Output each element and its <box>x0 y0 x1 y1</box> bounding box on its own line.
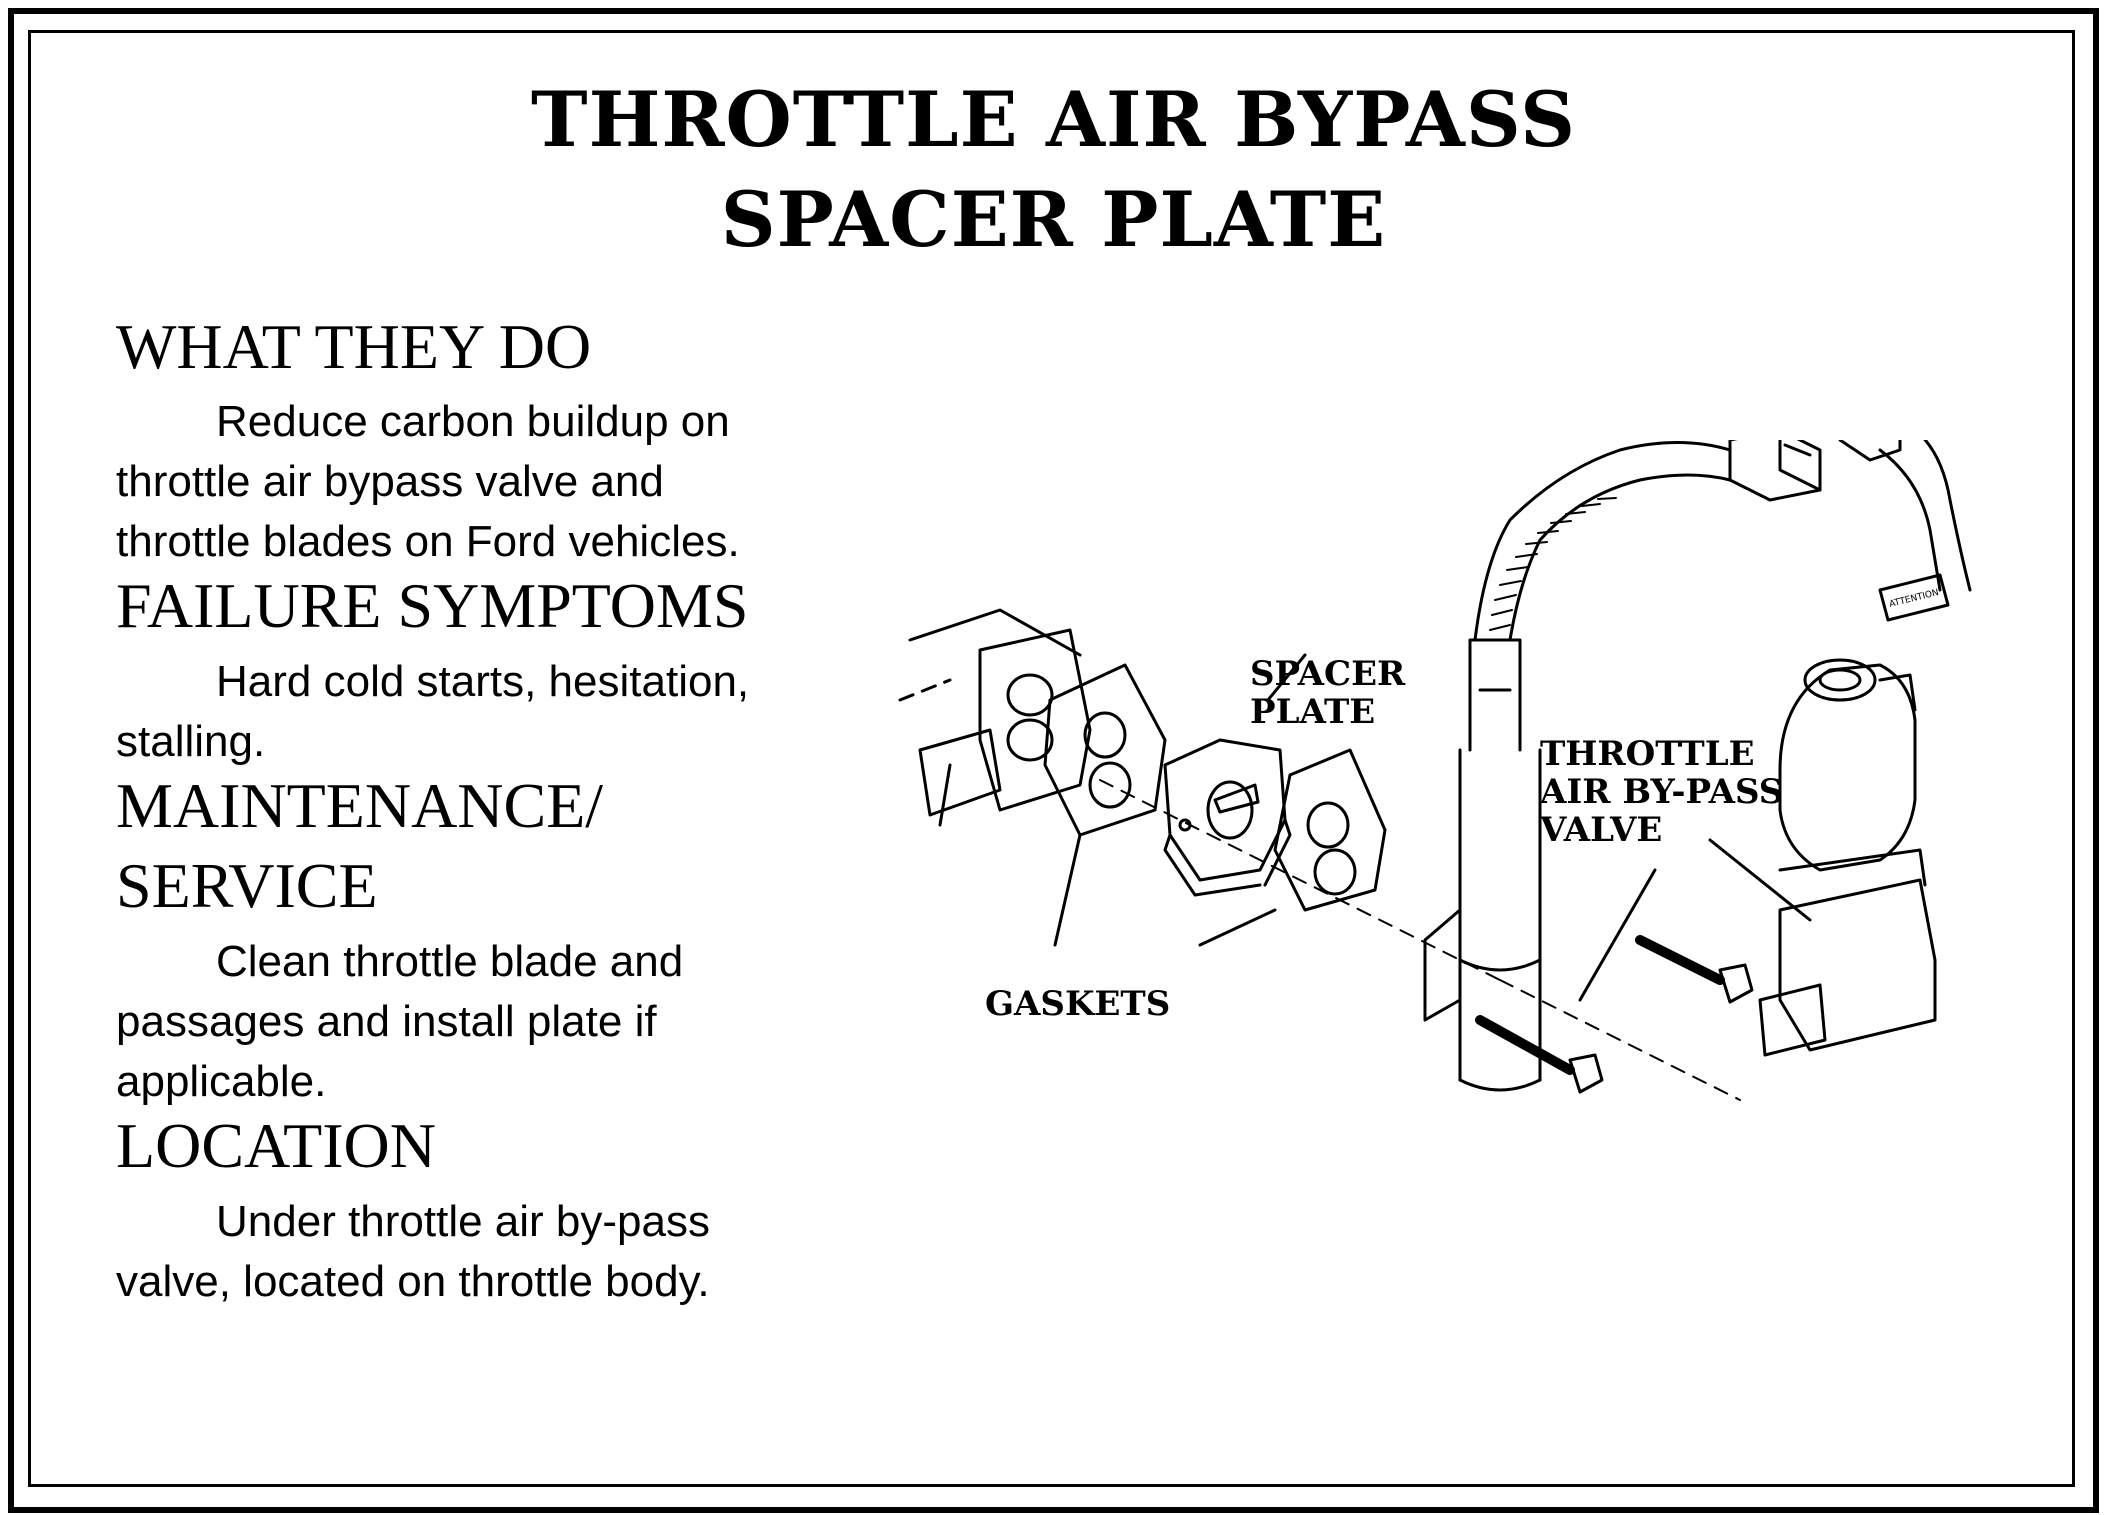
label-bypass-valve-line-2: AIR BY-PASS <box>1539 772 1783 812</box>
body-line: throttle air bypass valve and <box>116 457 664 506</box>
body-line: stalling. <box>116 717 266 766</box>
label-bypass-valve-line-1: THROTTLE <box>1540 734 1755 774</box>
gasket-left <box>978 628 1092 812</box>
section-heading-location: LOCATION <box>116 1110 436 1181</box>
outer-border <box>8 8 2099 1513</box>
throttle-body-outline <box>898 608 1082 827</box>
body-line: Hard cold starts, hesitation, <box>216 657 750 706</box>
bolt-2 <box>1635 935 1754 1004</box>
inner-border <box>28 30 2075 1487</box>
body-line: throttle blades on Ford vehicles. <box>116 517 740 566</box>
valve-cylinder <box>1423 441 1732 1092</box>
label-spacer-plate-line-2: PLATE <box>1250 692 1375 732</box>
connector <box>1728 440 1972 592</box>
body-line: Clean throttle blade and <box>216 937 684 986</box>
body-line: applicable. <box>116 1057 327 1106</box>
section-heading-maintenance: MAINTENANCE/ <box>116 770 604 841</box>
body-line: Under throttle air by-pass <box>216 1197 710 1246</box>
label-spacer-plate-line-1: SPACER <box>1250 654 1406 694</box>
label-attention: ATTENTION <box>1888 588 1940 610</box>
exploded-view-diagram: SPACER PLATE THROTTLE AIR BY-PASS VALVE … <box>898 440 1972 1101</box>
section-heading-what-they-do: WHAT THEY DO <box>116 311 592 382</box>
section-heading-service: SERVICE <box>116 850 378 921</box>
page-title-line-1: THROTTLE AIR BYPASS <box>531 75 1576 164</box>
label-gaskets: GASKETS <box>985 984 1170 1024</box>
attention-tag <box>1878 573 1950 622</box>
gasket-right <box>1273 748 1387 912</box>
body-line: Reduce carbon buildup on <box>216 397 730 446</box>
gasket-2 <box>1043 663 1167 837</box>
section-heading-failure-symptoms: FAILURE SYMPTOMS <box>116 570 749 641</box>
wire-harness <box>1489 497 1617 631</box>
bypass-valve <box>1758 658 1937 1057</box>
body-line: passages and install plate if <box>116 997 657 1046</box>
body-line: valve, located on throttle body. <box>116 1257 710 1306</box>
spacer-plate <box>1163 738 1292 897</box>
label-bypass-valve-line-3: VALVE <box>1539 810 1662 850</box>
page-title-line-2: SPACER PLATE <box>720 175 1387 264</box>
bolt-1 <box>1475 1015 1604 1094</box>
